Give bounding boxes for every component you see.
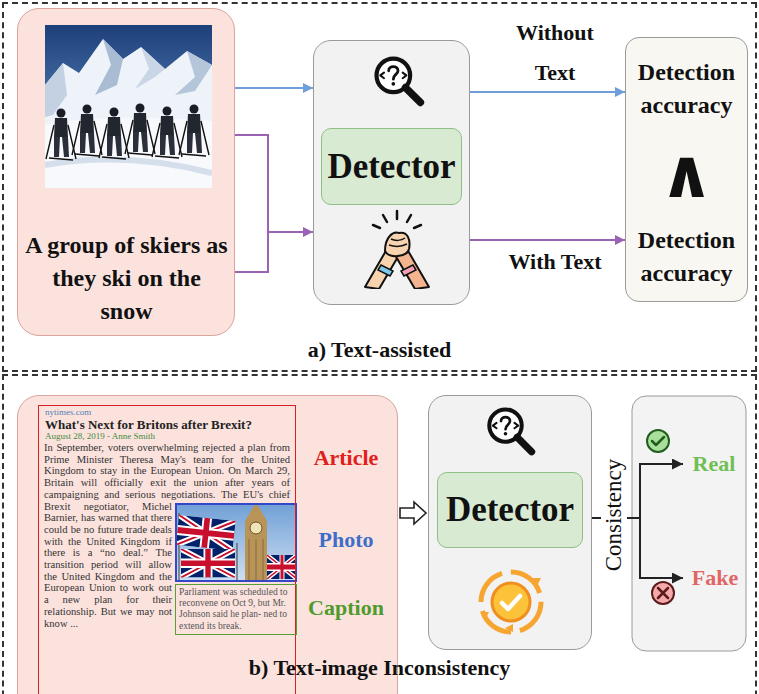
skiers-photo-part — [175, 51, 212, 95]
panel-frame: A group of skiers as they ski on the sno… — [2, 2, 757, 372]
search-icon-part — [501, 417, 510, 429]
skiers-photo-part — [46, 109, 76, 161]
search-icon-part — [405, 88, 420, 103]
verdict: Fake — [683, 563, 747, 593]
connector — [235, 135, 313, 272]
block-arrow — [400, 502, 426, 524]
skiers-photo-part — [45, 63, 67, 117]
consistency-icon-part — [502, 596, 520, 609]
article-box: nytimes.comWhat's Next for Britons after… — [38, 405, 296, 694]
skiers-photo-part — [72, 105, 102, 157]
part-label: Article — [298, 444, 394, 472]
skiers-photo-part — [45, 25, 212, 188]
check-icon-part — [647, 430, 669, 452]
connector — [235, 87, 313, 89]
search-icon-part — [380, 73, 406, 79]
input-box: A group of skiers as they ski on the sno… — [17, 8, 235, 336]
connector — [470, 239, 625, 241]
cross-icon-part — [652, 582, 674, 604]
news-photo-part — [245, 503, 267, 582]
arm-wrestle-icon-part — [385, 233, 410, 256]
arm-wrestle-icon-part — [389, 238, 407, 246]
search-icon-part — [493, 423, 518, 428]
verdict-text: Fake — [683, 563, 747, 593]
wrap-spacer — [290, 442, 291, 502]
panel-caption: a) Text-assisted — [4, 336, 755, 364]
news-photo-part — [250, 522, 262, 534]
check-icon-part — [652, 437, 664, 445]
detector-box: Detector — [313, 40, 470, 305]
caption-text: Parliament was scheduled to reconvene on… — [179, 587, 293, 632]
search-icon-part — [517, 437, 531, 451]
skiers-photo-part — [45, 39, 212, 188]
panel-frame: nytimes.comWhat's Next for Britons after… — [2, 374, 757, 694]
panel-caption: b) Text-image Inconsistency — [4, 654, 755, 682]
result-text: Detection accuracy — [629, 56, 744, 122]
news-photo-part — [176, 504, 296, 581]
output-box: Detection accuracy ∧ Detection accuracy — [625, 37, 748, 302]
news-photo — [175, 503, 297, 582]
skiers-photo-part — [95, 39, 123, 95]
news-photo-part — [249, 539, 263, 582]
cross-icon-part — [658, 588, 668, 598]
news-box: nytimes.comWhat's Next for Britons after… — [17, 395, 398, 694]
detector-label: Detector — [437, 472, 583, 548]
result-text: Detection accuracy — [629, 224, 744, 290]
search-icon — [483, 404, 537, 458]
connector — [470, 91, 625, 93]
news-photo-part — [267, 555, 297, 579]
compare-symbol: ∧ — [629, 134, 744, 214]
arm-wrestle-icon-part — [401, 265, 416, 276]
check-icon — [647, 430, 669, 452]
caption-box: Parliament was scheduled to reconvene on… — [175, 584, 297, 635]
skiers-photo-part — [179, 105, 209, 157]
output-panel — [632, 396, 746, 651]
input-text: A group of skiers as they ski on the sno… — [24, 229, 229, 328]
edge-label: Without Text — [505, 13, 605, 93]
detector-box: Detector — [428, 395, 592, 650]
search-icon-part — [389, 67, 398, 80]
skiers-photo-part — [99, 108, 129, 160]
part-label: Caption — [298, 594, 394, 622]
verdict: Real — [683, 449, 745, 479]
edge-label: Consistency — [601, 456, 627, 574]
skiers-photo-part — [135, 47, 165, 89]
skiers-photo — [45, 25, 212, 188]
news-photo-part — [176, 515, 236, 551]
result-box — [632, 396, 746, 651]
headline: What's Next for Britons after Brexit? — [45, 417, 291, 432]
search-icon — [370, 53, 426, 109]
byline: August 28, 2019 - Anne Smith — [45, 431, 285, 442]
search-icon-part — [504, 432, 508, 436]
source-text: nytimes.com — [45, 407, 245, 418]
verdict-text: Real — [683, 449, 745, 479]
edge-label: With Text — [480, 248, 630, 276]
consistency-icon — [475, 566, 547, 638]
consistency-icon-part — [492, 583, 530, 621]
consistency-icon-part — [481, 578, 541, 632]
search-icon-part — [391, 82, 395, 86]
skiers-photo-part — [152, 107, 182, 159]
arm-wrestle-icon-part — [378, 265, 393, 276]
news-photo-part — [181, 549, 235, 578]
skiers-photo-part — [125, 104, 155, 156]
consistency-icon-part — [481, 572, 541, 632]
news-photo-part — [175, 503, 297, 582]
arm-wrestle-icon — [357, 209, 437, 289]
cross-icon — [652, 582, 674, 604]
skiers-photo-part — [45, 160, 212, 173]
part-label: Photo — [298, 526, 394, 554]
detector-label: Detector — [321, 128, 462, 205]
arm-wrestle-icon-part — [373, 211, 421, 228]
